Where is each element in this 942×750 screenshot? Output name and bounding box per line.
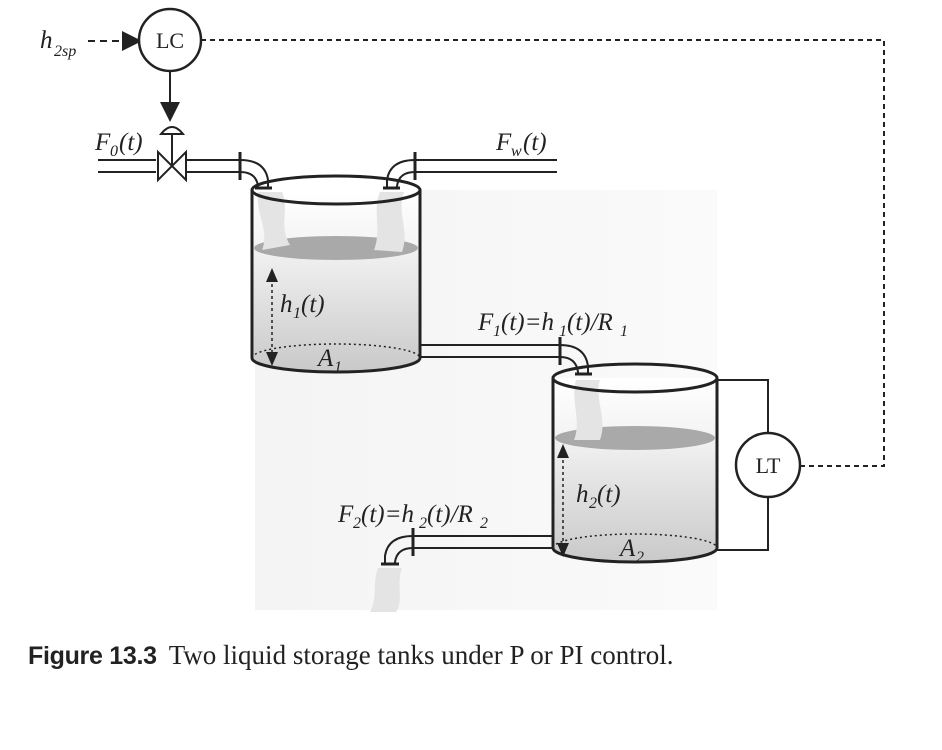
tank-2-area-label: A 2 [618, 535, 644, 566]
tank-2-outflow-stream [370, 568, 402, 612]
svg-text:(t): (t) [301, 291, 325, 318]
level-transmitter-connection [717, 379, 769, 551]
setpoint-text: h [40, 27, 53, 54]
svg-text:2: 2 [353, 515, 361, 532]
outlet-pipe [370, 528, 553, 612]
inflow-label: F 0 (t) [94, 129, 143, 160]
svg-text:2: 2 [589, 495, 597, 512]
svg-text:1: 1 [493, 323, 501, 340]
svg-text:w: w [511, 143, 522, 160]
tank-1-inflow-stream [257, 192, 290, 250]
tank-2 [551, 362, 719, 564]
svg-text:A: A [618, 535, 636, 562]
tank-2-height-label: h 2 (t) [576, 481, 621, 512]
figure-caption: Figure 13.3 Two liquid storage tanks unde… [28, 640, 674, 671]
svg-text:F: F [495, 129, 512, 156]
tank-2-outflow-label: F 2 (t)=h 2 (t)/R 2 [337, 501, 488, 532]
svg-text:F: F [477, 309, 494, 336]
svg-text:h: h [576, 481, 589, 508]
svg-text:1: 1 [293, 305, 301, 322]
svg-text:0: 0 [110, 143, 118, 160]
svg-text:(t): (t) [597, 481, 621, 508]
tank-2-inflow-stream [574, 380, 603, 440]
level-transmitter [734, 431, 802, 499]
tank-2-bottom [551, 547, 719, 564]
tank-1-outflow-label: F 1 (t)=h 1 (t)/R 1 [477, 309, 628, 340]
svg-text:h: h [280, 291, 293, 318]
svg-text:F: F [337, 501, 354, 528]
svg-text:1: 1 [559, 323, 567, 340]
svg-text:F: F [94, 129, 111, 156]
tank-1-height-label: h 1 (t) [280, 291, 325, 322]
svg-text:(t)=h: (t)=h [361, 501, 414, 528]
tank-1 [250, 174, 422, 374]
tank-1-bottom [250, 357, 422, 374]
level-transmitter-label: LT [756, 453, 781, 478]
svg-text:(t)/R: (t)/R [427, 501, 473, 528]
svg-text:1: 1 [620, 323, 628, 340]
svg-text:2: 2 [419, 515, 427, 532]
svg-text:A: A [316, 345, 334, 372]
svg-text:(t)=h: (t)=h [501, 309, 554, 336]
feedback-signal-line [201, 39, 885, 467]
disturbance-label: F w (t) [495, 129, 547, 160]
figure-number: Figure 13.3 [28, 642, 157, 670]
svg-text:1: 1 [334, 359, 342, 376]
svg-text:(t): (t) [523, 129, 547, 156]
svg-text:2: 2 [636, 549, 644, 566]
setpoint-subscript: 2sp [54, 43, 76, 60]
two-tank-level-control-diagram: h 2sp LC F 0 (t) F w (t) [40, 7, 885, 612]
tank-1-disturbance-stream [374, 192, 405, 252]
control-valve-icon [156, 126, 187, 183]
tank-1-area-label: A 1 [316, 345, 342, 376]
svg-text:(t)/R: (t)/R [567, 309, 613, 336]
svg-text:(t): (t) [119, 129, 143, 156]
figure-caption-text: Two liquid storage tanks under P or PI c… [168, 640, 674, 670]
svg-text:2: 2 [480, 515, 488, 532]
level-controller-label: LC [156, 28, 184, 53]
setpoint-label: h 2sp [40, 27, 76, 60]
